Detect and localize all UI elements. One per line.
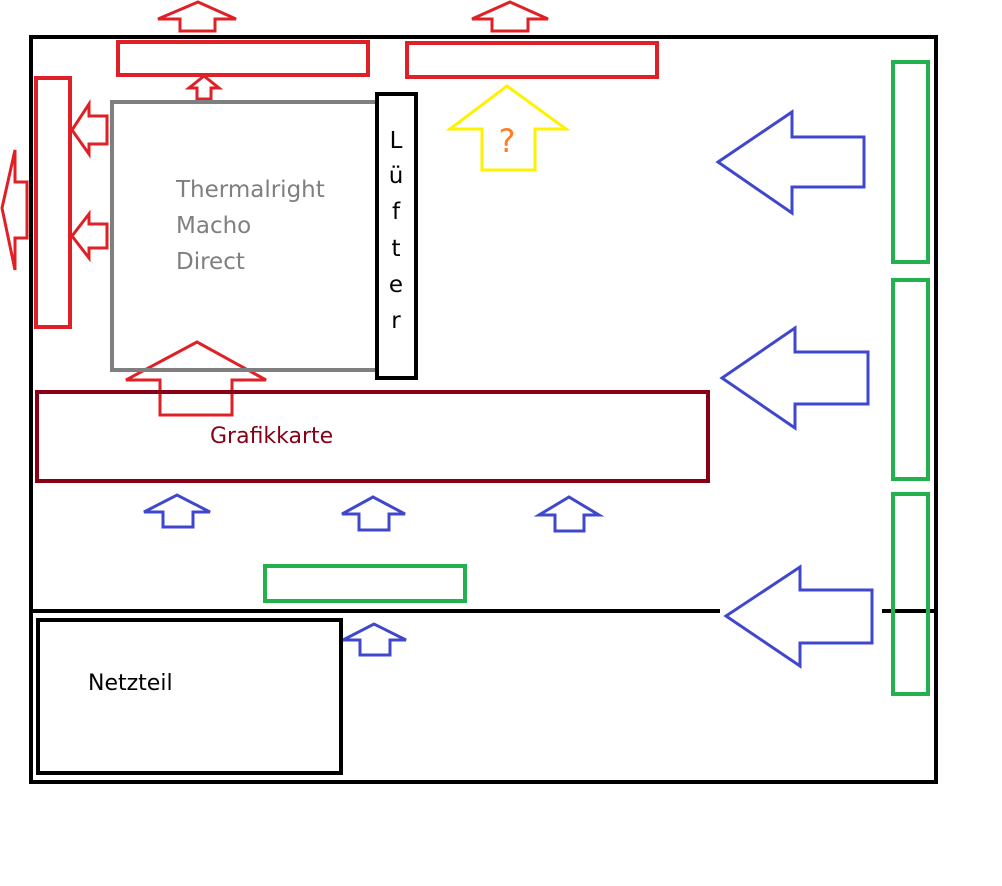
fan-letter-4: t (391, 236, 400, 262)
top-fan-left (116, 40, 370, 77)
question-mark: ? (499, 122, 516, 160)
top-exhaust-arrow-right (471, 0, 549, 33)
fan-letter-2: ü (389, 163, 404, 189)
cooler-label-line-2: Macho (176, 213, 251, 239)
top-fan-right (405, 41, 659, 79)
fan-letter-5: e (389, 272, 403, 298)
psu-label: Netzteil (88, 671, 173, 696)
rear-exhaust-arrow (0, 149, 29, 271)
front-fan-bottom (891, 492, 930, 696)
gpu-label: Grafikkarte (210, 424, 333, 449)
cooler-to-rear-arrow-upper (70, 98, 109, 159)
gpu-block (35, 390, 710, 483)
cooler-label-line-1: Thermalright (175, 177, 325, 203)
gpu-to-cooler-arrow (125, 340, 267, 417)
front-fan-top (891, 60, 930, 264)
case-outline (29, 35, 938, 784)
front-intake-arrow-middle (719, 325, 870, 431)
unknown-airflow-arrow (445, 84, 571, 172)
bottom-fan (263, 564, 467, 603)
cooler-label-line-3: Direct (176, 249, 245, 275)
shroud-intake-arrow (342, 622, 407, 657)
cooler-to-rear-arrow-lower (70, 209, 109, 263)
gpu-intake-arrow-3 (533, 495, 605, 533)
gpu-intake-arrow-1 (143, 493, 211, 529)
psu-block (36, 618, 343, 775)
cooler-to-top-arrow (184, 74, 224, 101)
rear-fan (34, 76, 72, 329)
fan-letter-3: f (392, 199, 401, 225)
top-exhaust-arrow-left (157, 0, 237, 33)
cooler-fan-block (375, 92, 418, 380)
fan-letter-1: L (390, 128, 403, 154)
front-intake-arrow-top (715, 109, 866, 216)
front-intake-arrow-bottom (723, 564, 874, 669)
fan-letter-6: r (391, 308, 401, 334)
front-fan-middle (891, 278, 930, 481)
gpu-intake-arrow-2 (341, 495, 406, 532)
